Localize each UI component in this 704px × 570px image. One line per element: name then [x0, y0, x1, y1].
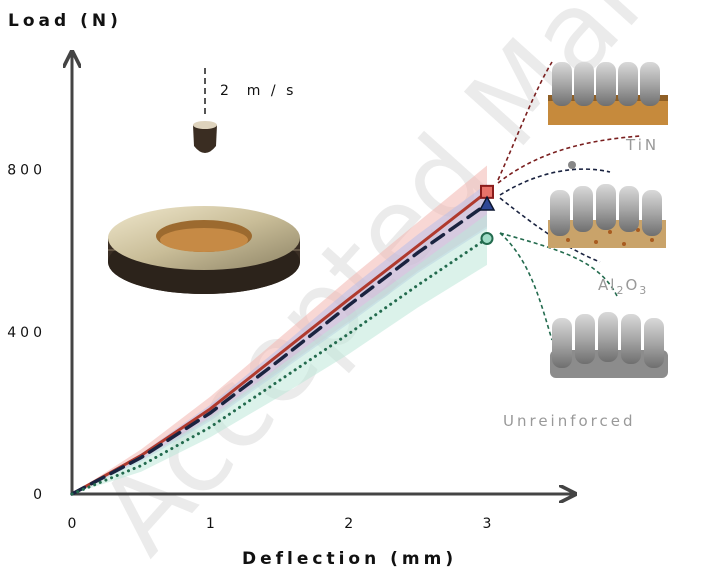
tin-label: TiN	[625, 136, 659, 154]
impactor-illustration: 2 m / s	[193, 68, 296, 153]
y-axis-title: Load (N)	[8, 11, 122, 31]
al2o3-inset: Al2O3	[548, 184, 666, 297]
y-tick-label: 800	[7, 163, 46, 179]
unreinforced-inset: Unreinforced	[503, 312, 668, 430]
confidence-bands	[72, 165, 487, 494]
y-tick-label: 400	[7, 325, 46, 341]
unreinforced-label: Unreinforced	[503, 412, 636, 430]
unreinforced-curve	[70, 237, 489, 496]
al2o3-label: Al2O3	[598, 276, 648, 297]
axes	[72, 52, 575, 494]
speed-label: 2 m / s	[220, 83, 296, 99]
unreinforced-end-marker	[480, 232, 494, 245]
impactor-tip	[193, 125, 217, 153]
y-tick-label: 0	[33, 487, 46, 503]
tin-dot	[568, 161, 576, 169]
x-axis-title: Deflection (mm)	[242, 549, 457, 569]
al2o3-end-marker	[478, 195, 496, 211]
x-tick-label: 0	[68, 516, 77, 532]
tin-inset: TiN	[548, 62, 668, 169]
impactor-top	[193, 121, 217, 129]
x-tick-label: 3	[483, 516, 492, 532]
al2o3-band	[72, 183, 487, 494]
curves	[70, 190, 489, 496]
x-tick-label: 1	[206, 516, 215, 532]
tick-labels: 0 1 2 3 0 400 800	[7, 163, 491, 532]
ring-specimen-illustration	[108, 206, 300, 294]
x-tick-label: 2	[344, 516, 353, 532]
al2o3-curve	[70, 202, 489, 496]
end-markers	[478, 184, 496, 245]
